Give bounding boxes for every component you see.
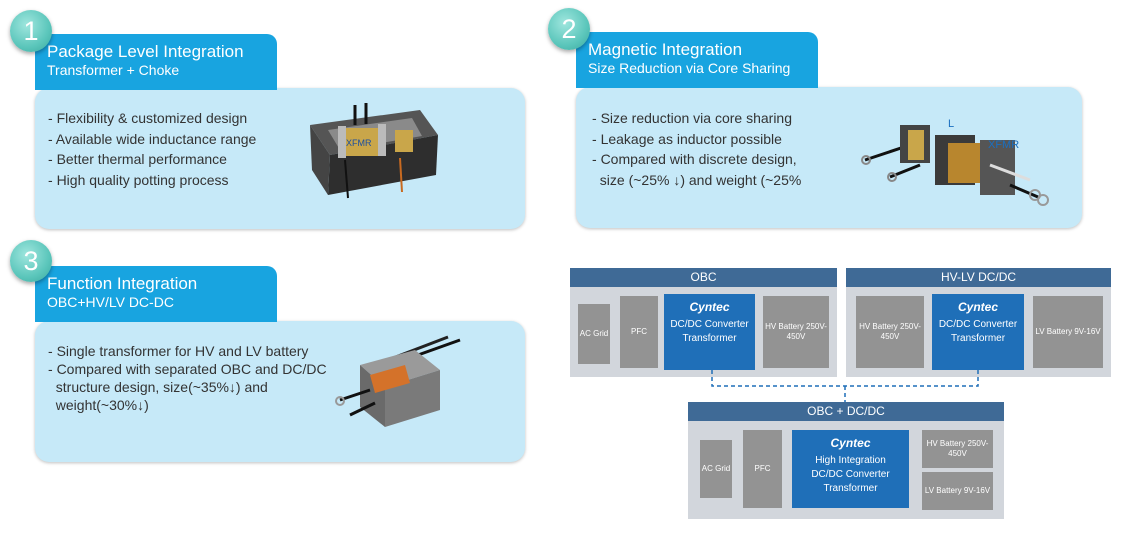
section-2-subtitle: Size Reduction via Core Sharing <box>588 60 791 76</box>
core-sharing-magnetic-image: L XFMR <box>861 118 1049 206</box>
section-3-title: Function Integration <box>47 274 198 293</box>
section-3-bullets: - Single transformer for HV and LV batte… <box>48 342 327 414</box>
obc-hv-battery: HV Battery 250V-450V <box>763 296 829 368</box>
section-2-bullets: - Size reduction via core sharing - Leak… <box>592 108 801 190</box>
bullet: - Size reduction via core sharing <box>592 110 792 126</box>
obc-ac-grid: AC Grid <box>578 304 610 364</box>
section-2-header: Magnetic Integration Size Reduction via … <box>576 32 818 88</box>
bullet: - High quality potting process <box>48 171 229 188</box>
integrated-transformer-image <box>335 335 461 427</box>
section-1-subtitle: Transformer + Choke <box>47 62 180 78</box>
cyntec-logo: Cyntec <box>689 300 730 314</box>
cyntec-logo: Cyntec <box>957 300 998 314</box>
bullet: - Leakage as inductor possible <box>592 130 782 147</box>
section-3-header: Function Integration OBC+HV/LV DC-DC <box>35 266 277 322</box>
hvlv-header: HV-LV DC/DC <box>846 268 1111 287</box>
bullet: - Available wide inductance range <box>48 130 257 147</box>
inductor-label: L <box>948 118 954 130</box>
bullet: weight(~30%↓) <box>55 397 149 413</box>
obc-header: OBC <box>570 268 837 287</box>
combined-lv-battery: LV Battery 9V-16V <box>922 472 993 510</box>
combined-converter: Cyntec High Integration DC/DC Converter … <box>792 430 909 508</box>
combined-ac-grid: AC Grid <box>700 440 732 498</box>
bullet: - Compared with discrete design, <box>592 151 797 167</box>
combined-pfc: PFC <box>743 430 782 508</box>
bullet: - Compared with separated OBC and DC/DC <box>48 361 327 377</box>
combined-converter-label: High Integration DC/DC Converter Transfo… <box>811 455 890 494</box>
hvlv-lv-battery: LV Battery 9V-16V <box>1033 296 1103 368</box>
bullet: - Single transformer for HV and LV batte… <box>48 343 309 359</box>
bullet: - Flexibility & customized design <box>48 110 248 126</box>
section-1-header: Package Level Integration Transformer + … <box>35 34 277 90</box>
bullet: structure design, size(~35%↓) and <box>55 379 268 395</box>
section-3-subtitle: OBC+HV/LV DC-DC <box>47 294 174 310</box>
combined-header: OBC + DC/DC <box>688 402 1004 421</box>
hvlv-converter-label: DC/DC Converter Transformer <box>938 319 1018 344</box>
section-1-bullets: - Flexibility & customized design - Avai… <box>48 108 256 190</box>
step-number-3: 3 <box>10 240 52 282</box>
bullet: size (~25% ↓) and weight (~25% <box>599 171 802 188</box>
cyntec-logo: Cyntec <box>830 436 871 450</box>
xfmr-label: XFMR <box>346 138 372 148</box>
section-2-title: Magnetic Integration <box>588 40 743 59</box>
potted-transformer-choke-image: XFMR <box>310 103 438 199</box>
hvlv-hv-battery: HV Battery 250V-450V <box>856 296 924 368</box>
xfmr-label-2: XFMR <box>988 139 1019 151</box>
merge-connector <box>711 370 979 402</box>
section-1-panel <box>35 88 525 229</box>
hvlv-converter: Cyntec DC/DC Converter Transformer <box>932 294 1024 370</box>
combined-hv-battery: HV Battery 250V-450V <box>922 430 993 468</box>
section-1-title: Package Level Integration <box>47 42 244 61</box>
obc-converter-label: DC/DC Converter Transformer <box>670 319 749 344</box>
bullet: - Better thermal performance <box>48 151 227 167</box>
step-number-1: 1 <box>10 10 52 52</box>
step-number-2: 2 <box>548 8 590 50</box>
obc-pfc: PFC <box>620 296 658 368</box>
obc-converter: Cyntec DC/DC Converter Transformer <box>664 294 755 370</box>
